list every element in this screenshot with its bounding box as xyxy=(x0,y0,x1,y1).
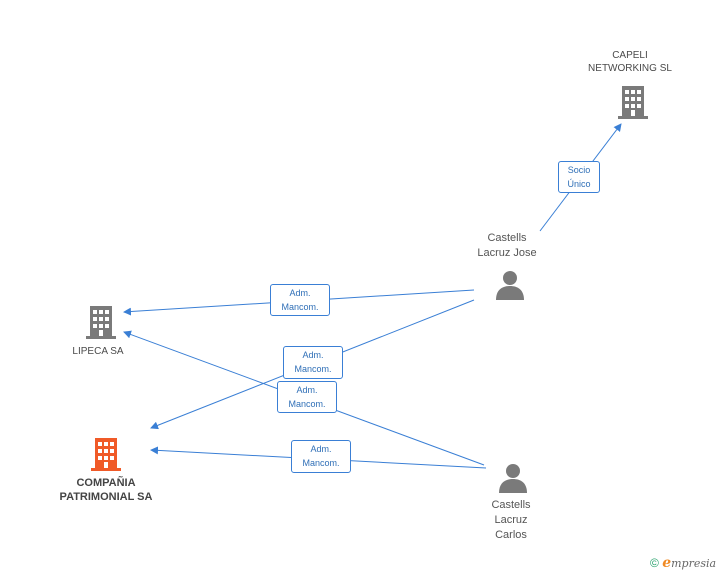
building-icon[interactable] xyxy=(90,437,122,471)
edge-label-jose-capeli[interactable]: Socio Único xyxy=(558,161,600,193)
building-icon[interactable] xyxy=(617,85,649,119)
node-label-carlos[interactable]: Castells Lacruz Carlos xyxy=(491,499,531,541)
footer-brand: © empresia xyxy=(650,555,716,571)
edge-label-jose-lipeca[interactable]: Adm. Mancom. xyxy=(270,284,330,316)
building-icon[interactable] xyxy=(85,305,117,339)
person-icon[interactable] xyxy=(495,270,525,300)
empresia-logo[interactable]: empresia xyxy=(662,555,717,571)
edge-label-jose-compania[interactable]: Adm. Mancom. xyxy=(283,346,343,379)
person-icon[interactable] xyxy=(498,463,528,493)
node-label-lipeca[interactable]: LIPECA SA xyxy=(72,346,124,357)
copyright-icon: © xyxy=(650,556,659,570)
node-label-capeli[interactable]: CAPELI NETWORKING SL xyxy=(588,50,672,74)
node-label-jose[interactable]: Castells Lacruz Jose xyxy=(477,232,537,259)
node-label-compania[interactable]: COMPAÑIA PATRIMONIAL SA xyxy=(59,477,153,503)
edge-label-carlos-lipeca[interactable]: Adm. Mancom. xyxy=(277,381,337,413)
edge-label-carlos-compania[interactable]: Adm. Mancom. xyxy=(291,440,351,473)
